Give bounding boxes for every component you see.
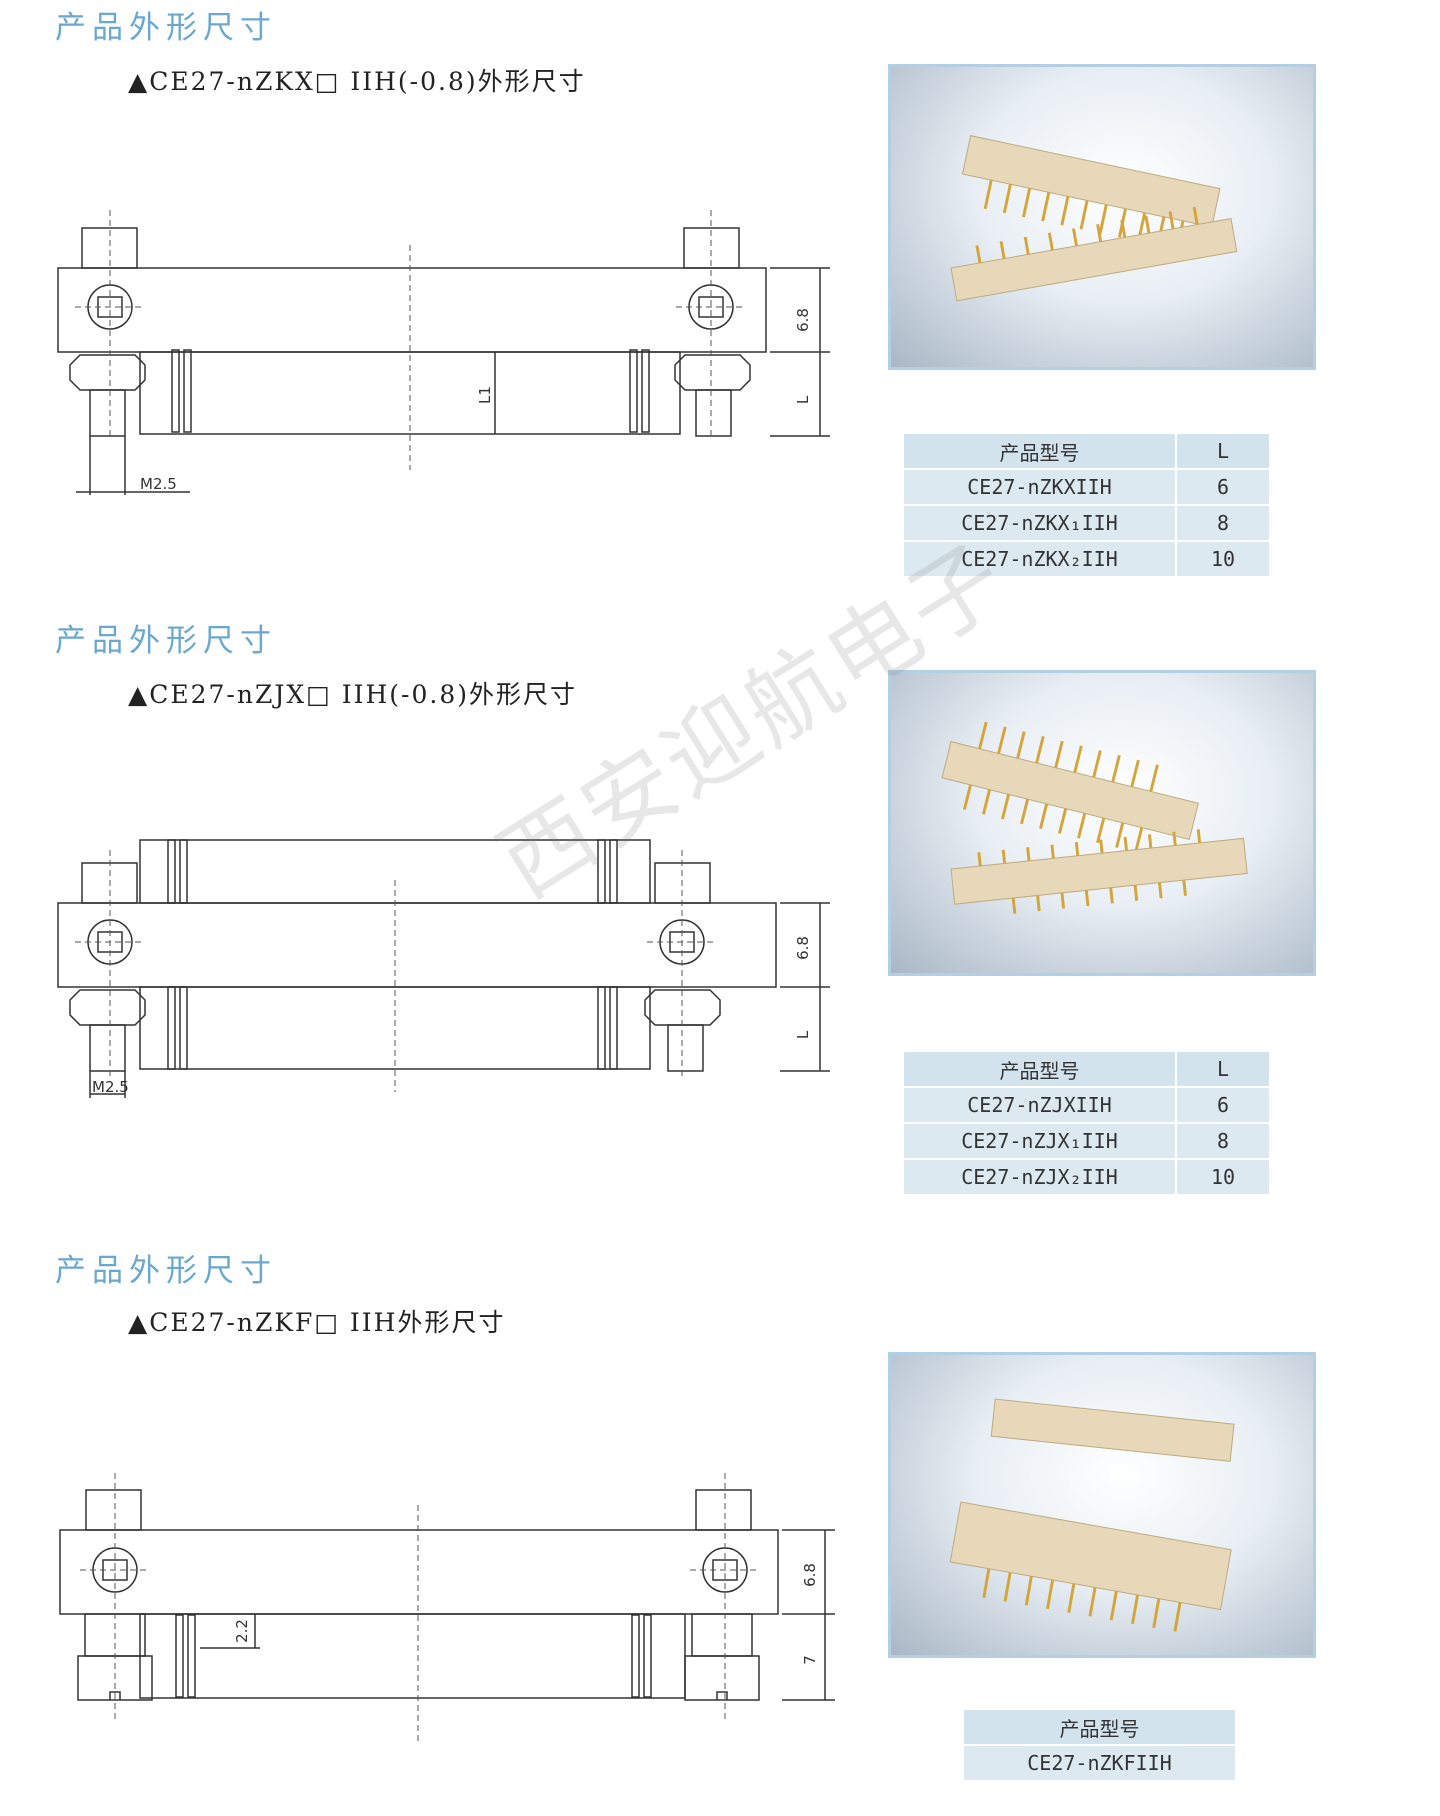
section-1-connector-render xyxy=(950,135,1238,302)
section-3-dim-l: 7 xyxy=(801,1655,819,1665)
table-row: CE27-nZJX₁IIH 8 xyxy=(904,1124,1269,1158)
section-1-dim-l: L xyxy=(794,395,812,404)
table-row: CE27-nZKX₁IIH 8 xyxy=(904,506,1269,540)
table-header-model: 产品型号 xyxy=(904,1052,1175,1086)
table-header-l: L xyxy=(1177,1052,1269,1086)
table-cell-model: CE27-nZKFIIH xyxy=(964,1746,1235,1780)
section-1-dim-l1: L1 xyxy=(476,386,494,404)
section-3-product-photo xyxy=(888,1352,1316,1658)
section-3-dimension-drawing: 6.8 7 2.2 xyxy=(59,1473,835,1743)
table-cell-l: 8 xyxy=(1177,506,1269,540)
section-2-dimension-drawing: 6.8 L M2.5 xyxy=(57,839,830,1098)
section-1-subtitle: ▲CE27-nZKX□ IIH(-0.8)外形尺寸 xyxy=(128,67,586,96)
section-3-dim-small: 2.2 xyxy=(233,1619,251,1643)
table-header-model: 产品型号 xyxy=(964,1710,1235,1744)
table-cell-model: CE27-nZKXIIH xyxy=(904,470,1175,504)
section-2-dim-l: L xyxy=(794,1030,812,1039)
section-2-dim-thread: M2.5 xyxy=(92,1078,129,1096)
table-row: CE27-nZKXIIH 6 xyxy=(904,470,1269,504)
section-3-dim-height: 6.8 xyxy=(801,1563,819,1587)
section-3-subtitle: ▲CE27-nZKF□ IIH外形尺寸 xyxy=(128,1308,506,1337)
table-header-row: 产品型号 L xyxy=(904,434,1269,468)
table-cell-model: CE27-nZKX₂IIH xyxy=(904,542,1175,576)
section-1-dim-thread: M2.5 xyxy=(140,475,177,493)
table-row: CE27-nZKX₂IIH 10 xyxy=(904,542,1269,576)
section-3-spec-table: 产品型号 CE27-nZKFIIH xyxy=(962,1708,1237,1782)
section-2-subtitle: ▲CE27-nZJX□ IIH(-0.8)外形尺寸 xyxy=(128,680,577,709)
table-cell-l: 10 xyxy=(1177,1160,1269,1194)
section-1-dimension-drawing: 6.8 L L1 M2.5 xyxy=(57,210,830,495)
section-1-drawing: 6.8 L L1 M2.5 xyxy=(40,195,840,515)
table-header-model: 产品型号 xyxy=(904,434,1175,468)
section-1-heading: 产品外形尺寸 xyxy=(55,10,277,46)
section-2-spec-table: 产品型号 L CE27-nZJXIIH 6 CE27-nZJX₁IIH 8 CE… xyxy=(902,1050,1271,1196)
section-1-product-photo xyxy=(888,64,1316,370)
table-cell-l: 6 xyxy=(1177,1088,1269,1122)
table-row: CE27-nZKFIIH xyxy=(964,1746,1235,1780)
section-2-heading: 产品外形尺寸 xyxy=(55,623,277,659)
section-3-heading: 产品外形尺寸 xyxy=(55,1253,277,1289)
section-2-dim-height: 6.8 xyxy=(794,936,812,960)
section-3-drawing: 6.8 7 2.2 xyxy=(40,1465,840,1765)
table-cell-model: CE27-nZJX₂IIH xyxy=(904,1160,1175,1194)
section-2-connector-render xyxy=(941,721,1248,914)
table-cell-model: CE27-nZKX₁IIH xyxy=(904,506,1175,540)
section-1-spec-table: 产品型号 L CE27-nZKXIIH 6 CE27-nZKX₁IIH 8 CE… xyxy=(902,432,1271,578)
section-3-connector-render xyxy=(949,1398,1235,1632)
section-2-product-photo xyxy=(888,670,1316,976)
table-row: CE27-nZJX₂IIH 10 xyxy=(904,1160,1269,1194)
table-row: CE27-nZJXIIH 6 xyxy=(904,1088,1269,1122)
table-header-row: 产品型号 L xyxy=(904,1052,1269,1086)
table-header-row: 产品型号 xyxy=(964,1710,1235,1744)
table-cell-l: 10 xyxy=(1177,542,1269,576)
table-cell-model: CE27-nZJX₁IIH xyxy=(904,1124,1175,1158)
section-2-drawing: 6.8 L M2.5 xyxy=(40,830,840,1100)
table-cell-l: 8 xyxy=(1177,1124,1269,1158)
table-header-l: L xyxy=(1177,434,1269,468)
table-cell-model: CE27-nZJXIIH xyxy=(904,1088,1175,1122)
table-cell-l: 6 xyxy=(1177,470,1269,504)
section-1-dim-height: 6.8 xyxy=(794,308,812,332)
